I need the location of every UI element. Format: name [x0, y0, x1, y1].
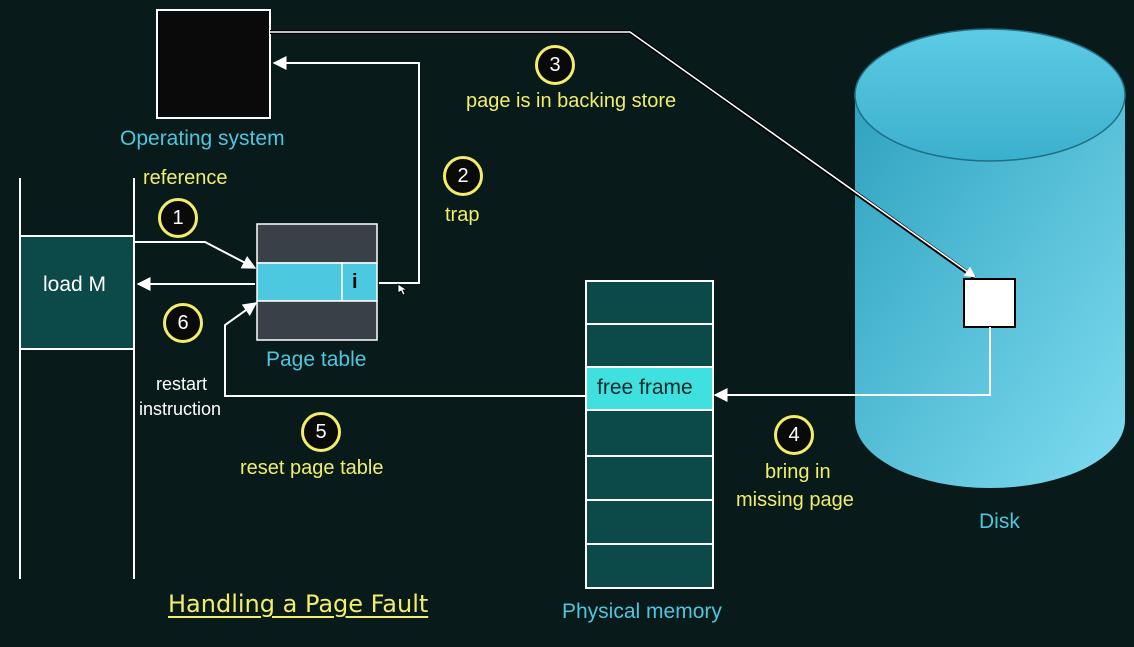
mouse-cursor-icon — [397, 283, 409, 296]
step-4-label-line1: bring in — [765, 461, 831, 483]
disk-top — [854, 28, 1126, 162]
os-label: Operating system — [120, 127, 285, 150]
step-1-badge: 1 — [158, 198, 198, 238]
restart-label-line1: restart — [156, 374, 208, 394]
memory-frame — [585, 409, 714, 457]
diagram-title: Handling a Page Fault — [168, 590, 429, 618]
memory-frame — [585, 455, 714, 501]
page-table-frame-cell — [256, 262, 343, 302]
step-3-label: page is in backing store — [466, 90, 677, 112]
step-4-badge: 4 — [774, 415, 814, 455]
disk — [854, 28, 1126, 488]
reference-label: reference — [143, 167, 228, 189]
page-table-row-top — [256, 223, 378, 264]
step-2-label: trap — [445, 204, 480, 226]
step-6-badge: 6 — [163, 303, 203, 343]
memory-frame — [585, 280, 714, 325]
reset-page-table-arrow — [224, 302, 586, 397]
restart-label-line2: instruction — [139, 399, 222, 419]
trap-arrow — [272, 56, 420, 284]
physical-memory — [585, 280, 714, 589]
free-frame-label: free frame — [597, 376, 693, 399]
backing-store-arrow — [270, 31, 976, 278]
memory-frame — [585, 323, 714, 368]
step-2-badge: 2 — [443, 156, 483, 196]
memory-frame — [585, 543, 714, 589]
step-3-badge: 3 — [535, 45, 575, 85]
page-table — [256, 223, 378, 341]
step-4-label-line2: missing page — [736, 489, 854, 511]
physical-memory-label: Physical memory — [562, 600, 722, 623]
step-5-label: reset page table — [240, 457, 384, 479]
disk-page-block — [963, 278, 1016, 328]
load-m-label: load M — [43, 273, 107, 296]
load-m-block — [19, 235, 135, 350]
os-box — [156, 9, 271, 119]
page-table-row-bottom — [256, 300, 378, 341]
page-table-label: Page table — [266, 348, 367, 371]
invalid-bit-label: i — [352, 271, 358, 293]
page-table-valid-bit-cell — [341, 262, 378, 302]
step-5-badge: 5 — [301, 412, 341, 452]
memory-frame — [585, 499, 714, 545]
disk-label: Disk — [979, 510, 1020, 533]
reference-arrow — [134, 241, 257, 269]
bring-in-page-arrow — [713, 327, 991, 402]
free-frame — [585, 366, 714, 411]
